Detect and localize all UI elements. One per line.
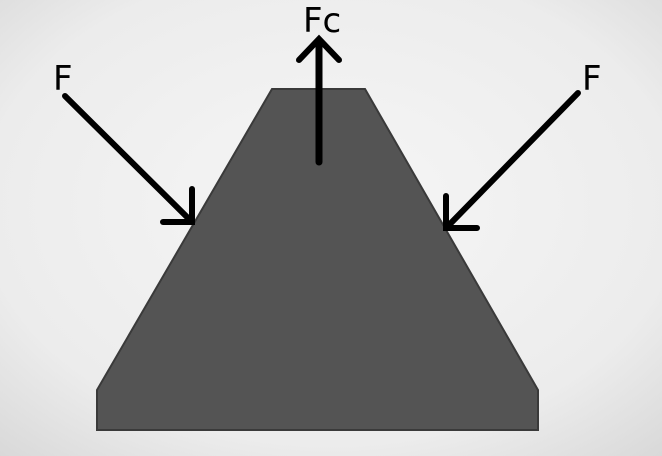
label-force-left: F (53, 59, 73, 99)
force-arrow-center (296, 34, 342, 166)
label-force-right: F (582, 59, 602, 99)
force-arrow-left (62, 93, 195, 225)
trapezoid-body (96, 88, 539, 431)
label-force-center: Fc (303, 1, 341, 41)
force-arrow-right (443, 90, 581, 231)
